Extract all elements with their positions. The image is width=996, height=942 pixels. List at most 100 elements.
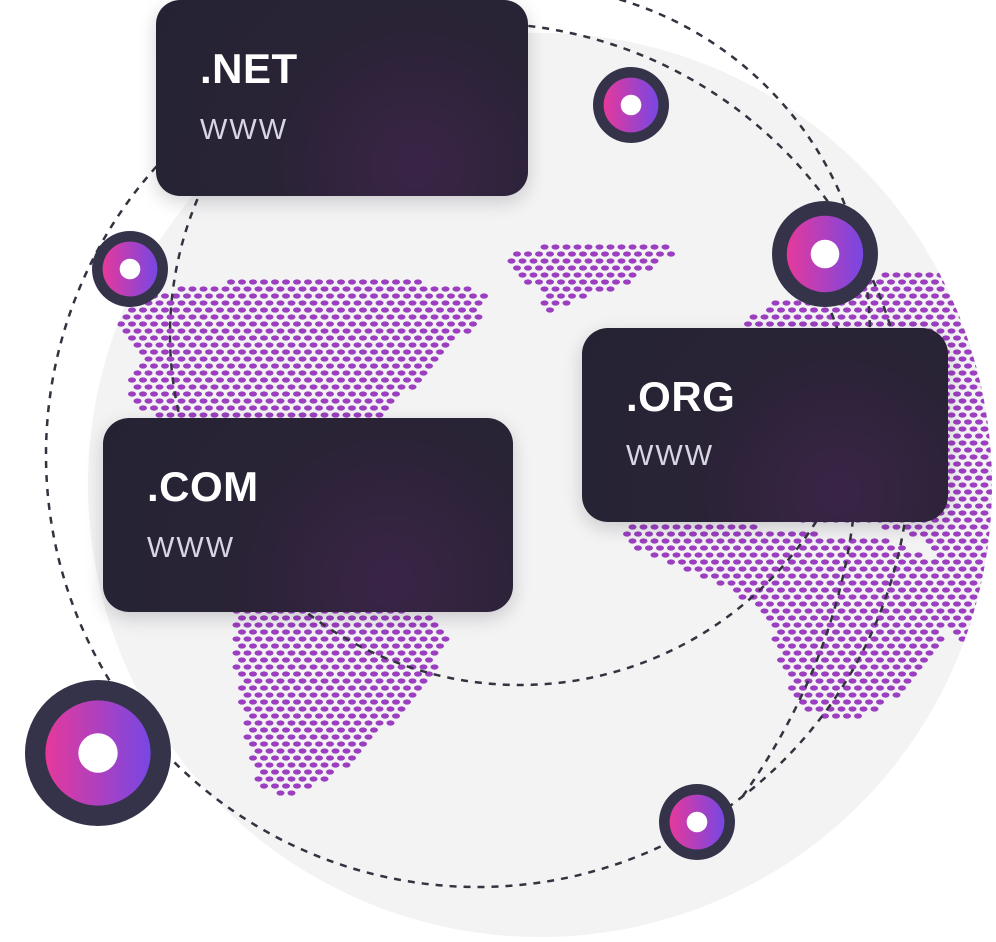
map-dot [326,279,334,285]
map-dot [243,342,252,348]
map-dot [936,622,945,628]
map-dot [964,573,972,579]
map-dot [221,398,230,404]
map-dot [469,307,477,313]
map-dot [716,524,725,530]
map-dot [953,307,961,313]
map-dot [925,622,934,628]
map-dot [309,678,318,684]
map-dot [876,671,884,677]
map-dot [408,314,417,320]
map-dot [788,587,796,593]
map-dot [656,545,664,551]
map-dot [287,650,296,656]
map-dot [331,706,340,712]
map-dot [353,720,362,726]
map-dot [265,300,274,306]
map-dot [430,356,439,362]
map-dot [914,286,923,292]
map-dot [194,321,202,327]
map-dot [986,363,992,369]
map-dot [276,300,285,306]
map-dot [777,531,785,537]
map-dot [683,566,692,572]
map-dot [799,531,807,537]
map-dot [980,468,989,474]
map-dot [876,699,884,705]
map-dot [353,748,362,754]
map-dot [815,594,824,600]
map-dot [843,643,851,649]
map-dot [936,286,945,292]
map-dot [205,335,213,341]
map-dot [634,251,642,257]
map-dot [342,734,351,740]
map-dot [744,573,752,579]
map-dot [337,755,345,761]
map-dot [403,349,411,355]
map-dot [397,692,406,698]
map-dot [150,391,158,397]
map-dot [359,377,367,383]
map-dot [931,307,939,313]
map-dot [183,391,191,397]
map-dot [826,622,835,628]
map-dot [865,699,873,705]
map-dot [903,580,912,586]
map-dot [826,692,835,698]
map-dot [744,531,752,537]
map-dot [573,272,582,278]
map-dot [282,335,290,341]
map-dot [865,643,873,649]
map-dot [705,538,714,544]
map-dot [188,286,197,292]
map-dot [309,636,318,642]
map-dot [386,706,395,712]
map-dot [414,615,422,621]
location-node-icon [659,784,735,860]
map-dot [876,587,884,593]
map-dot [348,279,356,285]
map-dot [243,692,252,698]
map-dot [821,615,829,621]
map-dot [348,377,356,383]
map-dot [942,517,950,523]
map-dot [183,307,191,313]
map-dot [986,377,992,383]
map-dot [793,580,802,586]
map-dot [804,608,813,614]
map-dot [315,335,323,341]
map-dot [617,244,626,250]
map-dot [975,321,983,327]
map-dot [573,258,582,264]
map-dot [320,412,329,418]
map-dot [931,587,939,593]
map-dot [260,629,268,635]
map-dot [953,531,961,537]
map-dot [947,314,956,320]
map-dot [964,615,972,621]
map-dot [353,286,362,292]
map-dot [513,265,521,271]
map-dot [430,328,439,334]
map-dot [821,671,829,677]
map-dot [161,391,169,397]
map-dot [243,300,252,306]
map-dot [381,713,389,719]
map-dot [227,293,235,299]
map-dot [194,405,202,411]
map-dot [898,629,906,635]
map-dot [925,636,934,642]
map-dot [991,496,992,502]
map-dot [579,293,587,299]
map-dot [331,748,340,754]
map-dot [304,335,312,341]
map-dot [848,692,857,698]
map-dot [760,538,769,544]
map-dot [991,300,992,306]
map-dot [304,615,312,621]
map-dot [826,678,835,684]
map-dot [436,307,444,313]
map-dot [810,307,818,313]
